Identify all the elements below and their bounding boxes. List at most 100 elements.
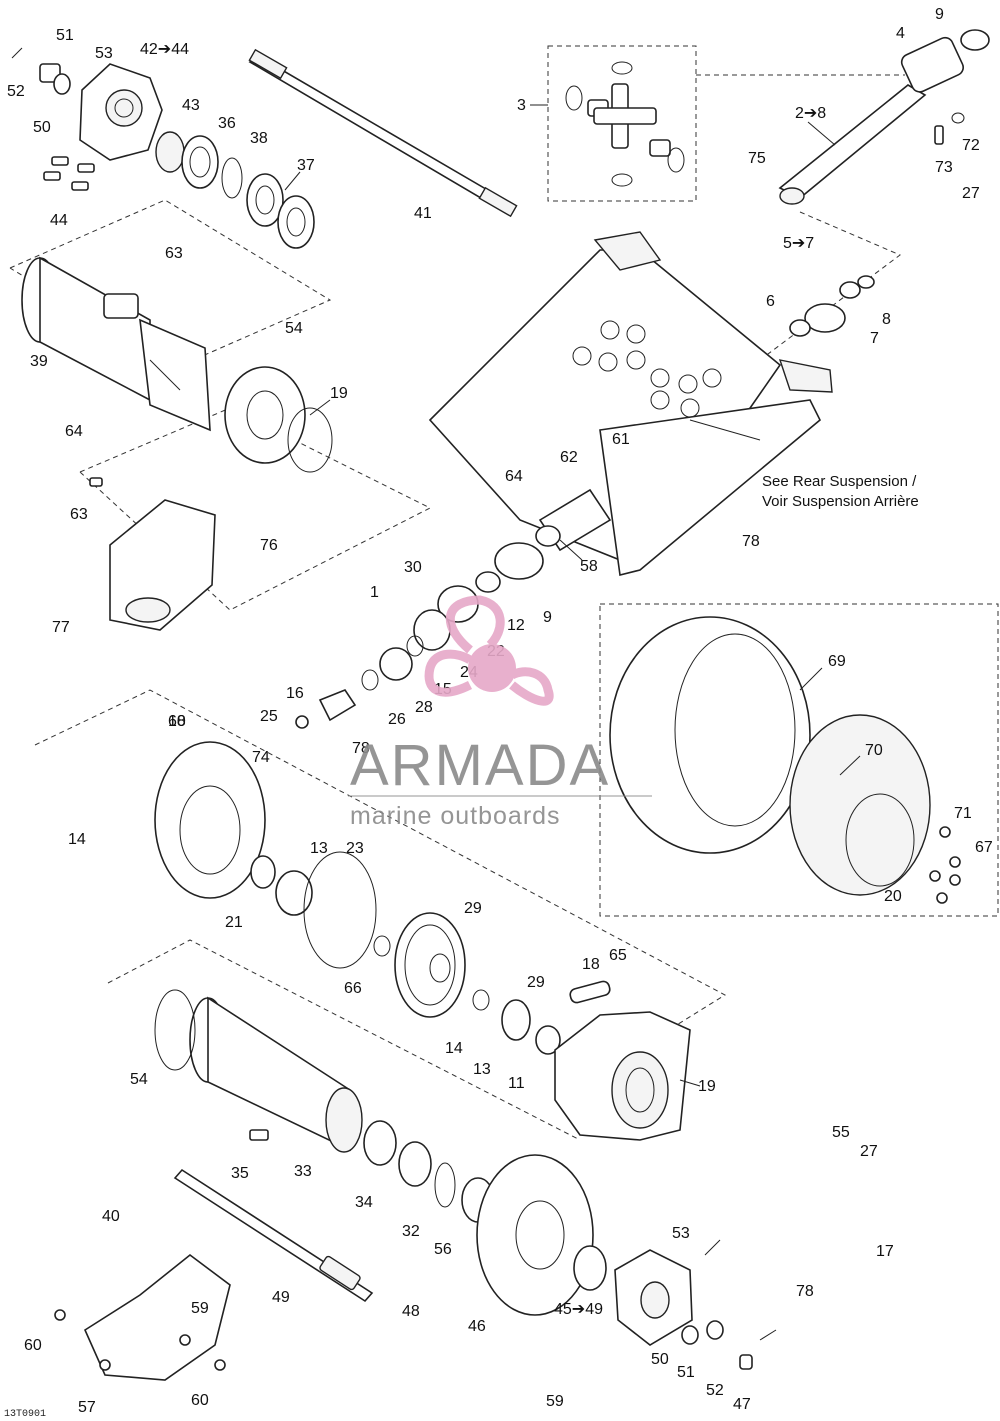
callout: 11 (508, 1075, 525, 1092)
callout: 77 (52, 619, 70, 636)
callout: 56 (434, 1241, 452, 1258)
callout: 19 (698, 1078, 716, 1095)
callout: 46 (468, 1318, 486, 1335)
callout: 51 (677, 1364, 695, 1381)
callout: 54 (130, 1071, 148, 1088)
callout: 2➔8 (795, 105, 826, 122)
callout: 63 (70, 506, 88, 523)
skid-plate-57 (54, 1253, 231, 1381)
callout: 35 (231, 1165, 249, 1182)
callout: 34 (355, 1194, 373, 1211)
callout: 52 (706, 1382, 724, 1399)
callout: 66 (344, 980, 362, 997)
callout: 71 (954, 805, 972, 822)
callout: 14 (445, 1040, 463, 1057)
callout: 9 (935, 6, 944, 23)
callout: 73 (935, 159, 953, 176)
callout: 8 (882, 311, 891, 328)
watermark: ARMADA marine outboards (348, 595, 652, 830)
callout: 68 (168, 713, 186, 730)
hub-45-49 (614, 1249, 753, 1370)
callout: 4 (896, 25, 905, 42)
wheel-tire (609, 616, 961, 904)
brake-disc-48 (476, 1154, 607, 1316)
housing-11 (554, 980, 691, 1141)
see-rear-suspension-note-line1: See Rear Suspension / (762, 473, 917, 490)
callout: 12 (507, 617, 525, 634)
callout: 13 (310, 840, 328, 857)
callout: 17 (876, 1243, 894, 1260)
callout: 53 (672, 1225, 690, 1242)
callout: 53 (95, 45, 113, 62)
callout: 78 (352, 740, 370, 757)
armada-logo-icon (424, 595, 554, 706)
callout: 78 (742, 533, 760, 550)
callout: 47 (733, 1396, 751, 1413)
callout: 64 (505, 468, 523, 485)
callout: 60 (191, 1392, 209, 1409)
universal-joint-kit (565, 61, 685, 187)
callout: 50 (33, 119, 51, 136)
drive-shaft (778, 29, 990, 205)
callout: 59 (546, 1393, 564, 1410)
axle-tube-35 (154, 989, 495, 1223)
callout: 76 (260, 537, 278, 554)
callout: 40 (102, 1208, 120, 1225)
callout: 72 (962, 137, 980, 154)
callout: 23 (346, 840, 364, 857)
callout: 69 (828, 653, 846, 670)
callout: 45➔49 (554, 1301, 603, 1318)
callout: 9 (543, 609, 552, 626)
callout: 42➔44 (140, 41, 189, 58)
callout: 43 (182, 97, 200, 114)
callout: 44 (50, 212, 68, 229)
see-rear-suspension-note-line2: Voir Suspension Arrière (762, 493, 919, 510)
callout: 5➔7 (783, 235, 814, 252)
callout: 16 (286, 685, 304, 702)
callout: 48 (402, 1303, 420, 1320)
watermark-tagline: marine outboards (350, 802, 561, 830)
callout: 26 (388, 711, 406, 728)
callout: 63 (165, 245, 183, 262)
hub-assembly-top (11, 47, 315, 249)
watermark-brand: ARMADA (350, 733, 610, 798)
callout: 14 (68, 831, 86, 848)
callout: 27 (860, 1143, 878, 1160)
callout: 52 (7, 83, 25, 100)
callout: 37 (297, 157, 315, 174)
callout: 54 (285, 320, 303, 337)
bracket-76 (89, 477, 216, 631)
diff-housing-10 (154, 741, 377, 969)
callout: 19 (330, 385, 348, 402)
callout: 32 (402, 1223, 420, 1240)
callout: 30 (404, 559, 422, 576)
callout: 64 (65, 423, 83, 440)
callout: 6 (766, 293, 775, 310)
callout: 13 (473, 1061, 491, 1078)
callout: 78 (796, 1283, 814, 1300)
callout: 70 (865, 742, 883, 759)
callout: 75 (748, 150, 766, 167)
bearing-housing-39 (21, 256, 333, 473)
callout: 59 (191, 1300, 209, 1317)
callout: 25 (260, 708, 278, 725)
callout: 41 (414, 205, 432, 222)
callout: 20 (884, 888, 902, 905)
callout: 38 (250, 130, 268, 147)
axle-shaft-41 (248, 48, 518, 218)
boot-clamps (789, 275, 875, 337)
leader-lines (149, 104, 861, 1341)
callout: 57 (78, 1399, 96, 1416)
callout: 28 (415, 699, 433, 716)
callout: 39 (30, 353, 48, 370)
callout: 7 (870, 330, 879, 347)
callout: 33 (294, 1163, 312, 1180)
callout: 10 (168, 713, 186, 730)
callout: 27 (962, 185, 980, 202)
callout-labels: 51 52 50 53 42➔44 43 36 38 37 44 41 3 9 … (7, 6, 993, 1416)
callout: 61 (612, 431, 630, 448)
callout: 29 (527, 974, 545, 991)
callout: 65 (609, 947, 627, 964)
callout: 58 (580, 558, 598, 575)
